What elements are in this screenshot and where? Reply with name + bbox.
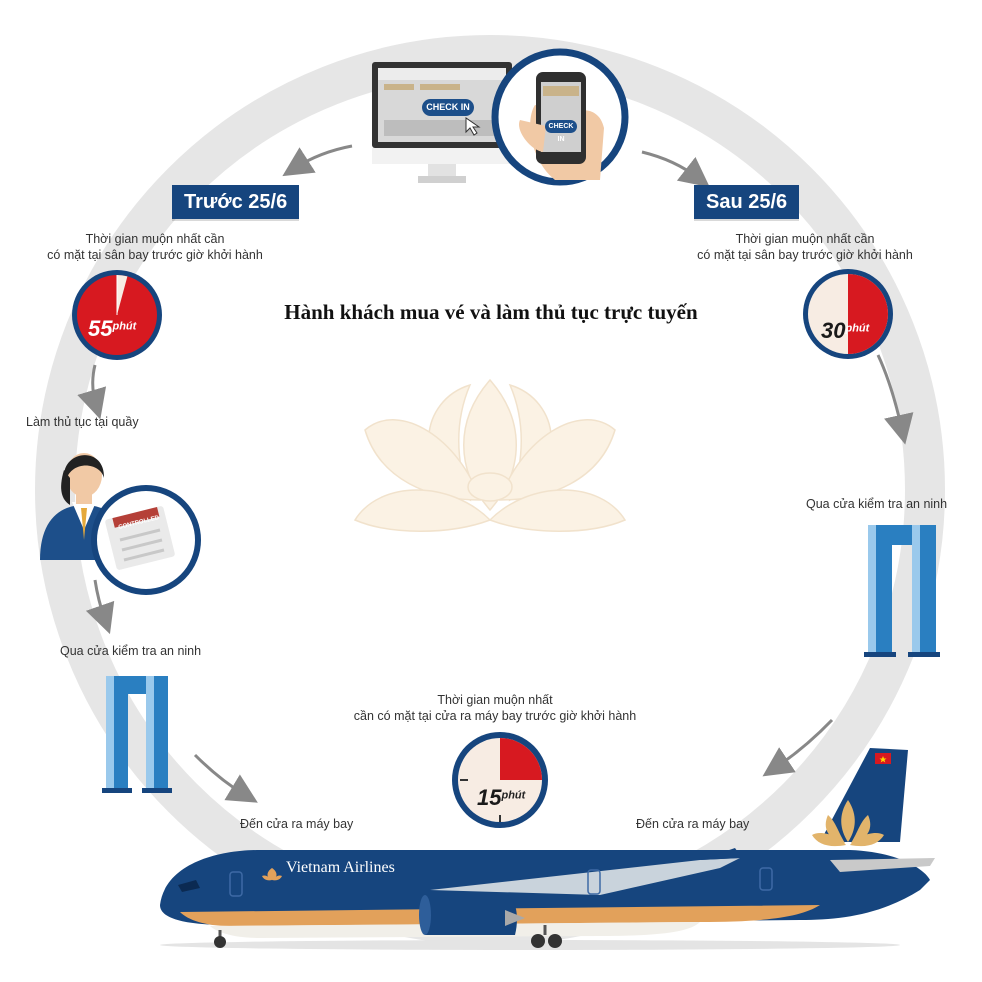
arrow-to-counter	[77, 364, 107, 420]
step-checkin-counter: Làm thủ tục tại quầy	[26, 415, 139, 429]
before-date-tag: Trước 25/6	[172, 185, 300, 219]
timer-15-label: 15phút	[477, 785, 525, 811]
gate-caption-line1: Thời gian muộn nhất	[437, 693, 553, 707]
gate-caption-line2: cần có mặt tại cửa ra máy bay trước giờ …	[353, 709, 637, 723]
arrow-to-after	[641, 150, 710, 188]
mobile-checkin-icon	[491, 48, 629, 186]
arrow-to-gate-left	[193, 753, 258, 803]
checkin-button-desktop: CHECK IN	[422, 99, 474, 116]
timer-15-icon	[452, 732, 548, 828]
timer-30-value: 30	[821, 318, 846, 343]
after-date-tag: Sau 25/6	[694, 185, 800, 219]
after-caption-line1: Thời gian muộn nhất cần	[735, 232, 875, 246]
lotus-watermark-icon	[353, 378, 627, 532]
step-gate-left: Đến cửa ra máy bay	[240, 817, 354, 831]
arrow-to-before	[282, 144, 353, 177]
arrow-to-security-right	[876, 354, 914, 445]
security-gate-left-icon	[102, 676, 172, 793]
timer-55-unit: phút	[112, 320, 137, 333]
checkin-button-mobile: CHECK IN	[545, 120, 577, 143]
timer-55-icon	[72, 270, 162, 360]
timer-30-label: 30phút	[821, 318, 869, 344]
flow-arrows	[77, 144, 914, 803]
arrow-to-gate-right	[762, 718, 834, 777]
after-caption-line2: có mặt tại sân bay trước giờ khởi hành	[697, 248, 913, 262]
step-security-right: Qua cửa kiểm tra an ninh	[806, 497, 948, 511]
before-caption-line1: Thời gian muộn nhất cần	[85, 232, 225, 246]
timer-55-label: 55phút	[88, 316, 136, 342]
step-security-left: Qua cửa kiểm tra an ninh	[60, 644, 202, 658]
timer-30-unit: phút	[845, 322, 870, 335]
page-title: Hành khách mua vé và làm thủ tục trực tu…	[284, 300, 698, 324]
arrow-to-security-left	[85, 579, 115, 635]
desktop-monitor-icon	[372, 62, 512, 183]
timer-55-value: 55	[88, 316, 113, 341]
before-caption-line2: có mặt tại sân bay trước giờ khởi hành	[47, 248, 263, 262]
airplane-icon	[160, 748, 935, 950]
timer-15-unit: phút	[501, 789, 526, 802]
after-airport-caption: Thời gian muộn nhất cần có mặt tại sân b…	[670, 231, 940, 263]
timer-15-value: 15	[477, 785, 502, 810]
timer-30-icon	[803, 269, 893, 359]
passport-stamp-icon	[91, 485, 201, 595]
step-gate-right: Đến cửa ra máy bay	[636, 817, 750, 831]
gate-caption: Thời gian muộn nhất cần có mặt tại cửa r…	[330, 692, 660, 724]
security-gate-right-icon	[864, 525, 940, 657]
before-airport-caption: Thời gian muộn nhất cần có mặt tại sân b…	[20, 231, 290, 263]
airline-brand-text: Vietnam Airlines	[286, 859, 395, 876]
